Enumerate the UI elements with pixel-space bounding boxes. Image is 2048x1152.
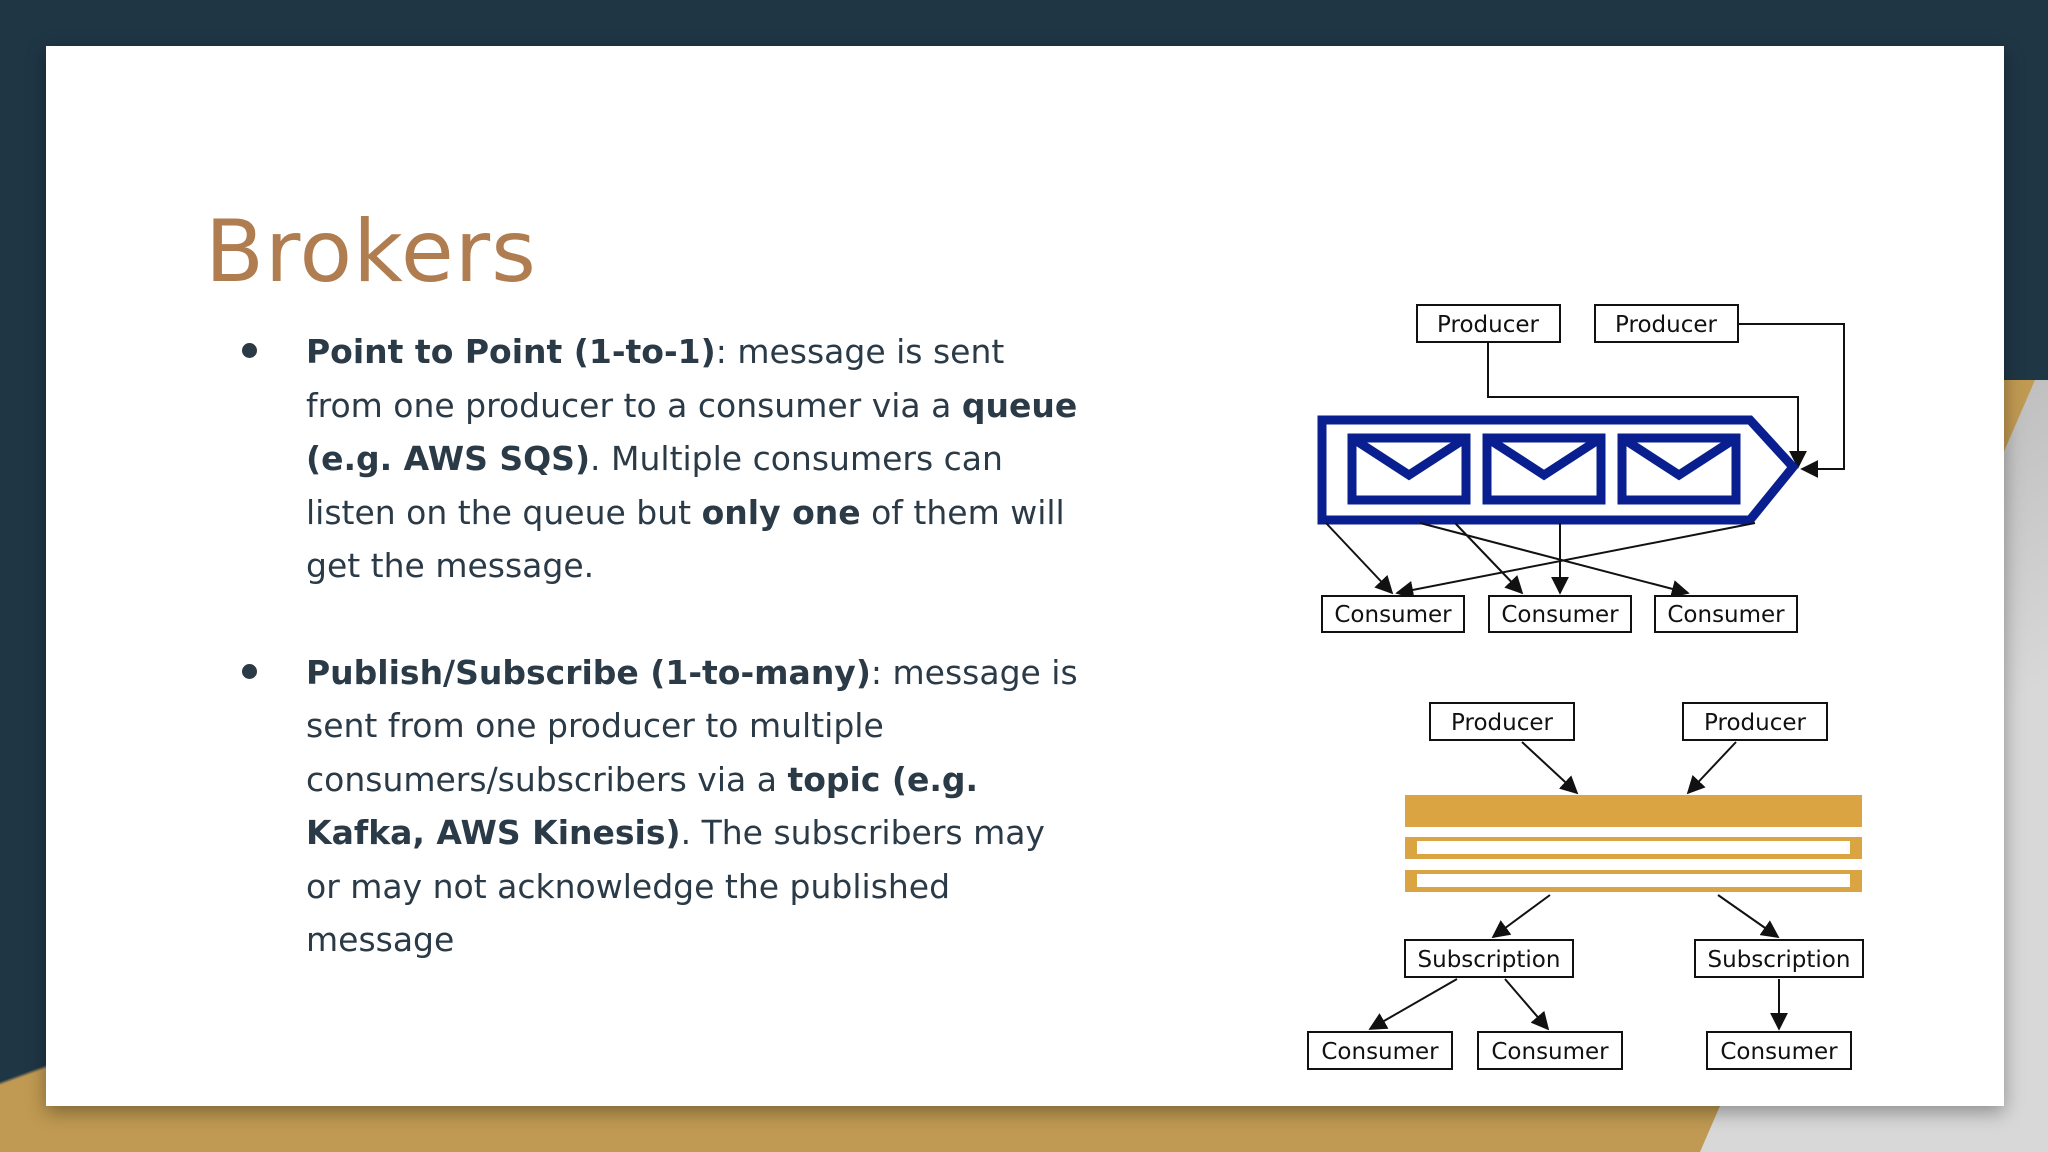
svg-text:Consumer: Consumer [1321,1039,1439,1065]
pubsub-producer-box: Producer [1682,702,1828,741]
svg-text:Producer: Producer [1615,312,1717,338]
slide [46,46,2004,1106]
bullet-point-to-point: Point to Point (1-to-1): message is sent… [230,325,1080,593]
topic-shape [1405,795,1862,892]
pubsub-connector [1717,894,1780,939]
bullet-text-bold: queue (e.g. AWS SQS) [306,385,1078,479]
pubsub-connector [1521,741,1579,795]
envelope-icon [1482,433,1606,505]
svg-text:Subscription: Subscription [1418,947,1561,973]
queue-diagram: Producer Producer Consumer [1317,304,1845,633]
svg-text:Consumer: Consumer [1667,602,1785,628]
svg-text:Producer: Producer [1437,312,1539,338]
pubsub-diagram: Producer Producer Subscription Subscript… [1307,702,1864,1070]
bullet-list: Point to Point (1-to-1): message is sent… [230,325,1080,967]
bullet-publish-subscribe: Publish/Subscribe (1-to-many): message i… [230,646,1080,967]
bullet-icon [242,663,257,679]
bullet-text-bold: topic (e.g. Kafka, AWS Kinesis) [306,759,979,853]
queue-connector [1454,522,1524,595]
svg-text:Consumer: Consumer [1334,602,1452,628]
pubsub-connector [1686,741,1737,795]
envelope-icon [1617,433,1741,505]
queue-connector [1487,342,1807,469]
bullet-text: : message is sent from one producer to m… [306,652,1078,799]
svg-text:Consumer: Consumer [1501,602,1619,628]
bullet-text: : message is sent from one producer to a… [306,332,1005,425]
bullet-text: . The subscribers may or may not acknowl… [306,813,1045,959]
queue-connector [1738,323,1845,478]
svg-text:Subscription: Subscription [1708,947,1851,973]
broker-diagram: Producer Producer Consumer [1307,304,1864,1070]
queue-connector [1325,522,1394,595]
pubsub-connector [1491,894,1551,939]
queue-producer-box: Producer [1594,304,1739,343]
envelope-icon [1347,433,1471,505]
bullet-text: . Multiple consumers can listen on the q… [306,439,1003,532]
pubsub-consumer-box: Consumer [1706,1031,1852,1070]
queue-connector [1395,522,1756,599]
background-teal-edge [2000,0,2048,380]
pubsub-connector [1504,978,1550,1031]
queue-producer-box: Producer [1416,304,1561,343]
pubsub-consumer-box: Consumer [1477,1031,1623,1070]
bullet-text: of them will get the message. [306,492,1065,586]
bullet-text-bold: Publish/Subscribe (1-to-many) [306,652,871,692]
bullet-icon [242,343,257,358]
queue-connector [1419,522,1690,598]
pubsub-consumer-box: Consumer [1307,1031,1453,1070]
queue-consumer-box: Consumer [1488,595,1632,633]
bullet-text-bold: only one [701,492,861,532]
svg-text:Consumer: Consumer [1491,1039,1609,1065]
subscription-box: Subscription [1694,939,1864,978]
svg-text:Producer: Producer [1451,710,1553,736]
svg-text:Consumer: Consumer [1720,1039,1838,1065]
subscription-box: Subscription [1404,939,1574,978]
queue-consumer-box: Consumer [1321,595,1465,633]
svg-text:Producer: Producer [1704,710,1806,736]
pubsub-connector [1368,978,1458,1030]
queue-consumer-box: Consumer [1654,595,1798,633]
slide-title: Brokers [205,202,537,302]
bullet-text-bold: Point to Point (1-to-1) [306,332,716,371]
pubsub-producer-box: Producer [1429,702,1575,741]
